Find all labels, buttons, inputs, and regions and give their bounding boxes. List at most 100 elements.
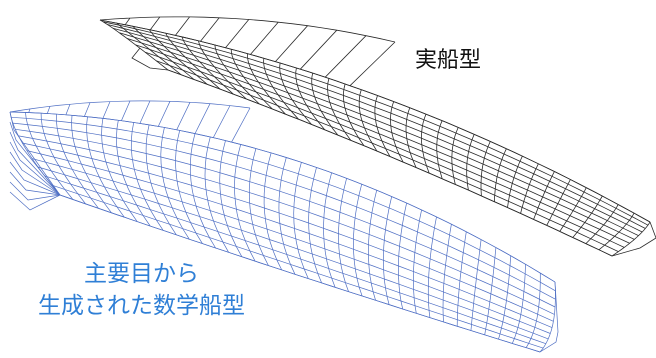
real-hull-station-line [263, 58, 299, 120]
real-hull-deck-beam [275, 25, 308, 62]
math-hull-station-line [383, 196, 393, 305]
real-hull-waterline [107, 24, 646, 229]
math-hull-station-line [40, 113, 86, 205]
math-hull-deck-beam [46, 106, 51, 114]
real-hull-transom [611, 221, 656, 257]
math-hull-deck-beam [176, 102, 191, 130]
math-hull-station-line [484, 247, 497, 335]
math-hull-bow-mesh [9, 171, 61, 196]
math-hull-waterline [22, 142, 554, 322]
real-hull-deck-edge [99, 19, 651, 223]
real-hull-station-line [420, 113, 430, 174]
math-hull-station-line [525, 273, 541, 348]
math-hull-deck-beam [212, 105, 231, 138]
math-hull-station-line [456, 231, 467, 327]
math-hull-station-line [56, 114, 99, 209]
real-hull-station-line [342, 83, 365, 146]
math-hull-waterline [15, 128, 556, 308]
math-hull-waterline [32, 158, 551, 334]
math-hull-station-line [71, 115, 112, 213]
real-hull-station-line [374, 95, 391, 157]
math-hull-station-line [189, 133, 216, 249]
math-hull-bow-mesh [9, 161, 61, 196]
real-hull-waterline [135, 44, 630, 244]
real-hull-station-line [405, 107, 417, 168]
real-hull-station-line [533, 171, 555, 220]
math-hull-station-line [219, 140, 243, 257]
real-hull-station-line [466, 134, 475, 191]
math-hull-station-line [353, 184, 363, 297]
math-hull-station-line [539, 281, 556, 353]
real-hull-station-line [99, 19, 169, 71]
math-hull-station-line [204, 136, 230, 253]
math-hull-transom [539, 281, 559, 353]
real-hull-label: 実船型 [415, 48, 482, 73]
math-hull-label-line1: 主要目から [84, 261, 199, 287]
math-hull-station-line [116, 120, 151, 227]
real-hull-station-line [507, 155, 523, 208]
math-hull-wireframe [9, 100, 559, 353]
math-hull-waterline [44, 175, 547, 345]
real-hull-station-line [436, 120, 443, 179]
math-hull-station-line [368, 190, 378, 301]
real-hull-waterline [103, 21, 649, 226]
real-hull-station-line [148, 29, 208, 85]
math-hull-deck-beam [157, 101, 171, 127]
math-hull-deck-beam [194, 103, 211, 134]
real-hull-station-line [559, 187, 587, 232]
real-hull-station-line [494, 148, 507, 202]
real-hull-station-line [165, 33, 221, 90]
math-hull-waterline [51, 184, 544, 349]
math-hull-deck-beam [65, 104, 71, 115]
math-hull-station-line [323, 172, 336, 288]
real-hull-waterline [126, 38, 635, 240]
real-hull-bow-stem [131, 47, 169, 71]
real-hull-station-line [198, 40, 247, 100]
math-hull-station-line [160, 127, 190, 240]
math-hull-station-line [427, 216, 437, 318]
real-hull-waterline [112, 27, 643, 233]
real-hull-waterline [99, 19, 651, 223]
math-hull-waterline [11, 116, 556, 292]
real-hull-deck-beam [300, 29, 338, 70]
real-hull-station-line [451, 127, 459, 185]
real-hull-station-line [247, 53, 286, 115]
math-hull-station-line [145, 124, 177, 235]
math-hull-waterline [37, 166, 549, 340]
math-hull-sheer-line [9, 100, 251, 113]
real-hull-station-line [480, 141, 491, 196]
real-hull-station-line [327, 78, 352, 141]
math-hull-bow-mesh [9, 141, 61, 196]
math-hull-label: 主要目から 生成された数学船型 [38, 258, 245, 322]
real-hull-deck-beam [124, 17, 131, 25]
math-hull-station-line [25, 112, 74, 200]
real-hull-station-line [585, 204, 619, 244]
real-hull-station-line [520, 163, 539, 214]
math-hull-bow-mesh [9, 121, 61, 196]
math-hull-station-line [101, 118, 138, 222]
math-hull-station-line [413, 209, 422, 314]
real-hull-station-line [181, 36, 234, 95]
real-hull-waterline [155, 60, 619, 252]
real-hull-station-line [214, 44, 260, 105]
real-hull-station-line [295, 67, 326, 130]
real-hull-deck-beam [175, 16, 190, 36]
math-hull-label-line2: 生成された数学船型 [38, 293, 245, 319]
math-hull-station-line [338, 178, 349, 292]
math-hull-station-line [175, 130, 203, 244]
math-hull-deck-beam [102, 101, 111, 119]
real-hull-station-line [546, 179, 571, 226]
math-hull-deck-beam [231, 107, 251, 143]
math-hull-station-line [511, 264, 526, 344]
math-hull-bow-mesh [9, 181, 61, 201]
math-hull-bow-mesh [9, 191, 61, 211]
real-hull-station-line [279, 62, 312, 125]
math-hull-station-line [248, 148, 269, 266]
math-hull-station-line [130, 122, 164, 231]
real-hull-keel-line [167, 69, 613, 257]
real-hull-deck-beam [324, 35, 367, 78]
math-hull-station-line [442, 224, 452, 322]
real-hull-station-line [598, 212, 635, 251]
math-hull-station-line [293, 162, 309, 279]
